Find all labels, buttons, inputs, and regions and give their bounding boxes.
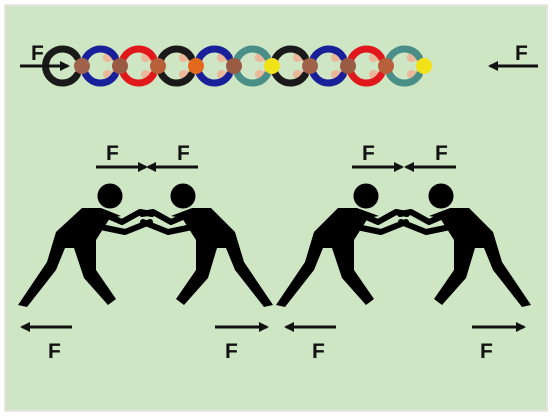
head xyxy=(428,183,454,209)
wrestler-left-b xyxy=(139,183,273,307)
chain-right-force-label: F xyxy=(515,42,528,65)
left-pair-bottom-left-label: F xyxy=(48,340,61,363)
left-pair-bottom-right-label: F xyxy=(225,340,238,363)
chain-joint xyxy=(340,58,356,74)
wrestlers-right: F F F F xyxy=(276,142,531,363)
right-pair-top-left-label: F xyxy=(362,142,375,165)
head xyxy=(170,183,196,209)
left-pair-top-right-label: F xyxy=(177,142,190,165)
chain-joint xyxy=(112,58,128,74)
body xyxy=(171,208,273,307)
chain-joint xyxy=(416,58,432,74)
chain-joint xyxy=(378,58,394,74)
body xyxy=(429,208,531,307)
chain-joint xyxy=(150,58,166,74)
wrestler-right-a xyxy=(276,183,410,307)
wrestlers-left: F F F F xyxy=(18,142,273,363)
body xyxy=(18,208,121,307)
chain-joints xyxy=(74,58,432,74)
arms xyxy=(397,209,453,225)
right-pair-bottom-left-label: F xyxy=(312,340,325,363)
chain-joint xyxy=(264,58,280,74)
right-pair-bottom-right-label: F xyxy=(480,340,493,363)
chain-joint xyxy=(74,58,90,74)
body xyxy=(276,208,379,307)
chain-joint xyxy=(226,58,242,74)
chain-left-force-label: F xyxy=(31,42,44,65)
right-pair-top-right-label: F xyxy=(435,142,448,165)
chain-joint xyxy=(302,58,318,74)
head xyxy=(97,183,123,209)
chain-right-force: F xyxy=(488,42,538,71)
chain-left-force: F xyxy=(20,42,70,71)
chain xyxy=(42,45,432,87)
chain-joint xyxy=(188,58,204,74)
wrestler-right-b xyxy=(397,183,531,307)
arms xyxy=(139,209,195,225)
left-pair-top-left-label: F xyxy=(106,142,119,165)
head xyxy=(353,183,379,209)
